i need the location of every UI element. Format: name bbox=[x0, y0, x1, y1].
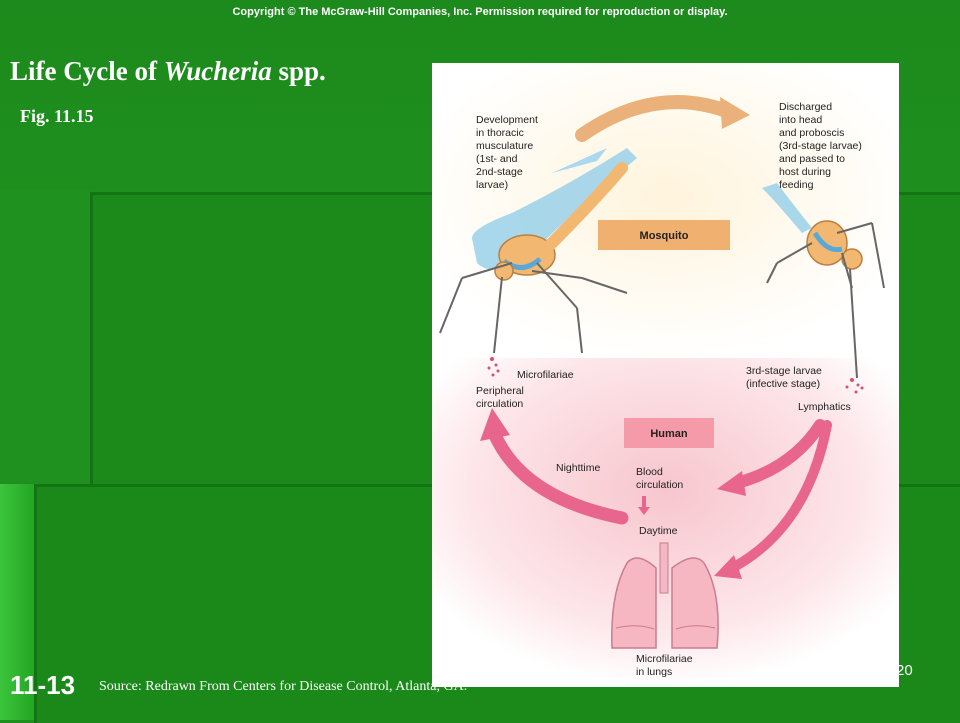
background-accent-strip bbox=[0, 484, 36, 720]
label-third-stage: 3rd-stage larvae (infective stage) bbox=[746, 365, 825, 390]
human-box-label: Human bbox=[650, 428, 688, 440]
mosquito-left-icon bbox=[439, 148, 637, 354]
human-zone bbox=[432, 358, 899, 687]
larvae-dots bbox=[845, 378, 864, 394]
label-microfilariae-lungs: Microfilariae in lungs bbox=[636, 653, 696, 678]
mosquito-transfer-arrow bbox=[575, 95, 750, 142]
lungs-icon bbox=[611, 542, 719, 649]
label-microfilariae: Microfilariae bbox=[517, 369, 574, 381]
label-lymphatics: Lymphatics bbox=[798, 401, 851, 413]
source-credit: Source: Redrawn From Centers for Disease… bbox=[99, 679, 468, 694]
daytime-arrow bbox=[638, 496, 650, 515]
life-cycle-figure: Development in thoracic musculature (1st… bbox=[432, 63, 899, 687]
figure-label: Fig. 11.15 bbox=[20, 106, 94, 126]
life-cycle-diagram: Development in thoracic musculature (1st… bbox=[432, 63, 899, 687]
human-box bbox=[624, 418, 714, 448]
title-suffix: spp. bbox=[271, 56, 326, 86]
mosquito-box-label: Mosquito bbox=[640, 230, 689, 242]
slide-title: Life Cycle of Wucheria spp. bbox=[10, 56, 326, 87]
label-blood-circulation: Blood circulation bbox=[636, 466, 683, 491]
title-genus: Wucheria bbox=[163, 56, 272, 86]
label-peripheral: Peripheral circulation bbox=[476, 385, 527, 410]
nighttime-arrow bbox=[480, 408, 629, 525]
title-prefix: Life Cycle of bbox=[10, 56, 164, 86]
mosquito-box bbox=[598, 220, 730, 250]
label-discharged: Discharged into head and proboscis (3rd-… bbox=[779, 101, 865, 191]
background-left bbox=[0, 190, 92, 482]
microfilariae-dots bbox=[487, 357, 500, 377]
mosquito-zone bbox=[432, 63, 899, 358]
lymphatics-arrow-upper bbox=[717, 419, 826, 496]
label-nighttime: Nighttime bbox=[556, 462, 601, 474]
page-number: 20 bbox=[896, 662, 913, 679]
label-development: Development in thoracic musculature (1st… bbox=[476, 114, 541, 191]
mosquito-right-icon bbox=[762, 183, 885, 379]
lymphatics-arrow-lower bbox=[714, 420, 832, 579]
slide-number: 11-13 bbox=[10, 670, 76, 700]
copyright-notice: Copyright © The McGraw-Hill Companies, I… bbox=[232, 6, 728, 18]
label-daytime: Daytime bbox=[639, 525, 678, 537]
